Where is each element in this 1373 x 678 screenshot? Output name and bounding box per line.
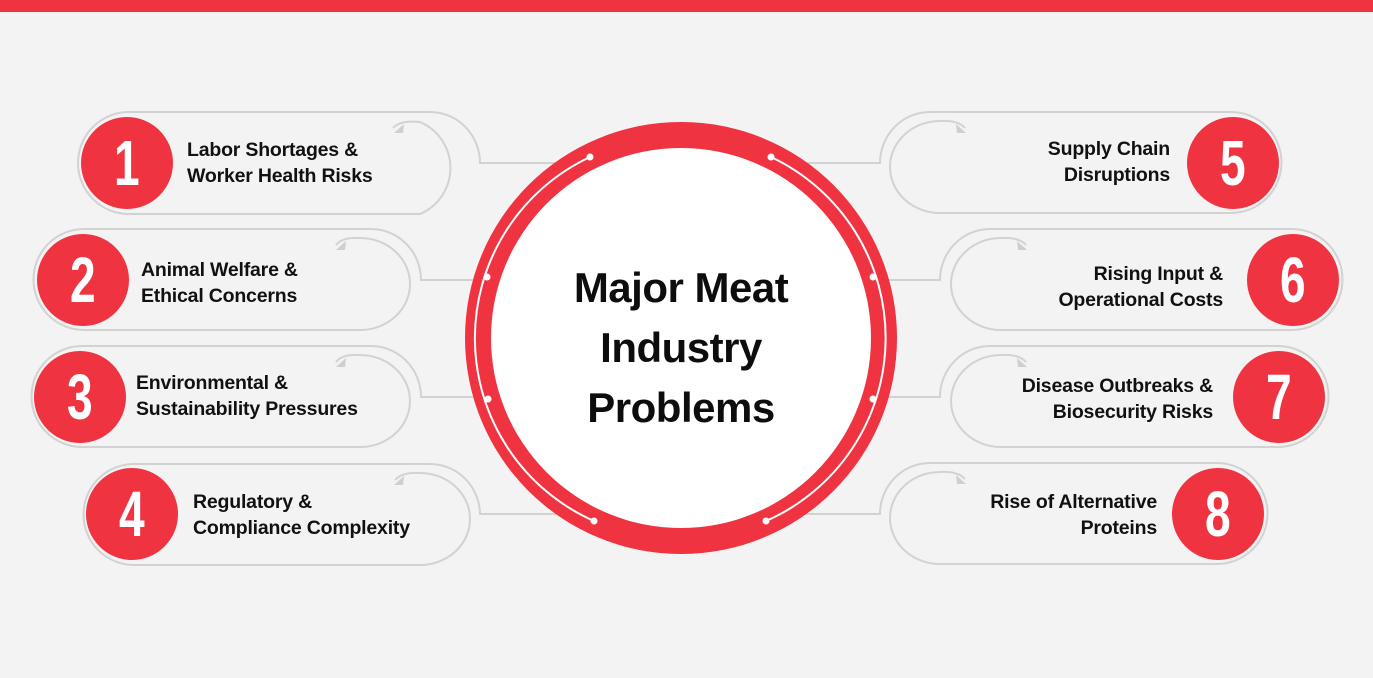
item-4-line-1: Regulatory & (193, 491, 312, 513)
item-3-line-1: Environmental & (136, 372, 288, 394)
number-7: 7 (1266, 361, 1292, 433)
arrow-icon-8 (956, 475, 966, 484)
number-4: 4 (119, 478, 145, 550)
number-badge-6: 6 (1247, 234, 1339, 326)
pill-outline-2 (32, 228, 411, 331)
item-3-line-2: Sustainability Pressures (136, 398, 358, 420)
number-badge-2: 2 (37, 234, 129, 326)
number-badge-1: 1 (81, 117, 173, 209)
item-2-line-2: Ethical Concerns (141, 285, 298, 307)
arrowheads (336, 124, 1027, 485)
item-label-7: Disease Outbreaks & Biosecurity Risks (1022, 373, 1213, 425)
center-title-line-1: Major Meat (573, 264, 789, 311)
item-label-8: Rise of Alternative Proteins (990, 489, 1157, 541)
item-7-line-2: Biosecurity Risks (1052, 401, 1213, 423)
number-badge-5: 5 (1187, 117, 1279, 209)
number-6: 6 (1280, 244, 1306, 316)
arrow-icon-2 (336, 241, 346, 250)
item-5-line-1: Supply Chain (1047, 138, 1170, 160)
pill-outline-7 (950, 345, 1330, 448)
item-1-line-1: Labor Shortages & (187, 139, 359, 161)
top-accent-bar (0, 0, 1373, 12)
center-title-line-3: Problems (587, 384, 775, 431)
connector-6 (886, 228, 1292, 281)
item-2-line-1: Animal Welfare & (141, 259, 298, 281)
item-4-line-2: Compliance Complexity (193, 517, 410, 539)
pill-outline-8 (889, 462, 1269, 565)
ring-dots (483, 153, 877, 525)
item-label-2: Animal Welfare & Ethical Concerns (141, 257, 298, 309)
number-badge-8: 8 (1172, 468, 1264, 560)
connector-3 (82, 345, 475, 398)
center-title-line-2: Industry (600, 324, 762, 371)
center-disc (491, 148, 871, 528)
connector-8 (800, 462, 1217, 515)
item-6-line-1: Rising Input & (1093, 263, 1224, 285)
number-1: 1 (114, 127, 140, 199)
number-3: 3 (67, 361, 93, 433)
item-6-line-2: Operational Costs (1058, 289, 1223, 311)
item-label-1: Labor Shortages & Worker Health Risks (187, 137, 373, 189)
pill-outline-1 (77, 111, 452, 215)
number-badge-3: 3 (34, 351, 126, 443)
connector-1 (129, 111, 560, 164)
item-1-line-2: Worker Health Risks (187, 165, 373, 187)
number-badge-7: 7 (1233, 351, 1325, 443)
item-label-6: Rising Input & Operational Costs (1058, 261, 1223, 313)
item-7-line-1: Disease Outbreaks & (1021, 375, 1213, 397)
arrow-icon-6 (1017, 241, 1027, 250)
number-5: 5 (1220, 127, 1246, 199)
arrow-icon-5 (956, 124, 966, 133)
arrow-icon-4 (394, 476, 404, 485)
connector-4 (134, 463, 560, 515)
item-label-3: Environmental & Sustainability Pressures (136, 370, 358, 422)
number-2: 2 (70, 244, 96, 316)
pill-outline-3 (30, 345, 411, 448)
connector-2 (84, 228, 475, 281)
number-badge-4: 4 (86, 468, 178, 560)
item-5-line-2: Disruptions (1063, 164, 1170, 186)
pill-outline-4 (82, 463, 471, 566)
pill-outline-6 (950, 228, 1344, 331)
ring-inner-lines (473, 156, 887, 522)
item-label-5: Supply Chain Disruptions (1048, 136, 1170, 188)
number-8: 8 (1205, 478, 1231, 550)
arrow-icon-3 (336, 358, 346, 367)
item-8-line-2: Proteins (1080, 517, 1158, 539)
item-label-4: Regulatory & Compliance Complexity (193, 489, 410, 541)
connector-7 (886, 345, 1278, 398)
center-title: Major Meat Industry Problems (531, 258, 831, 438)
connector-5 (800, 111, 1231, 164)
item-8-line-1: Rise of Alternative (990, 491, 1157, 513)
pill-outline-5 (889, 111, 1283, 214)
arrow-icon-7 (1017, 358, 1027, 367)
arrow-icon-1 (394, 124, 404, 133)
